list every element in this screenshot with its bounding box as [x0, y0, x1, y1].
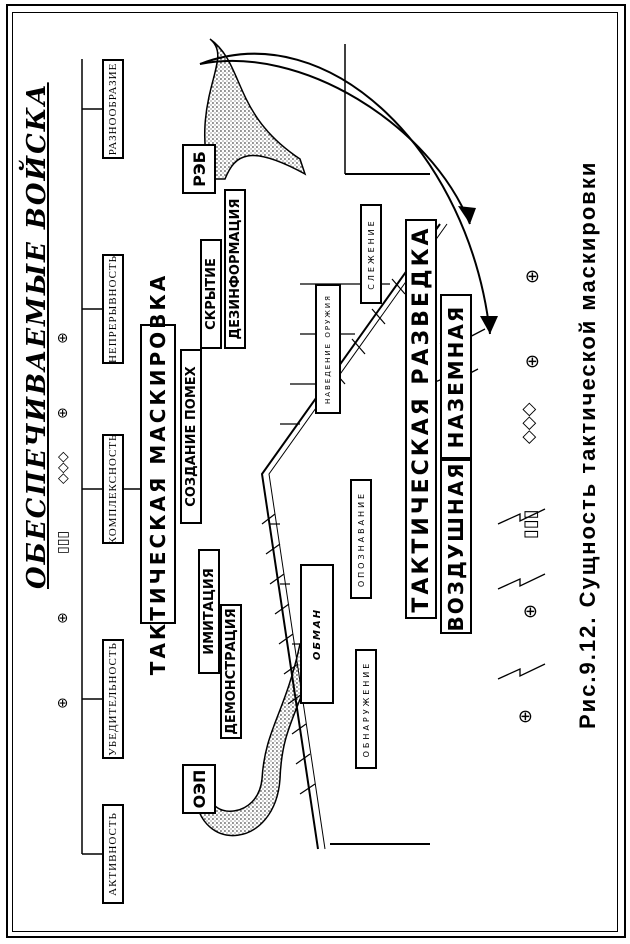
unit-symbol-3: ▯▯▯ — [55, 530, 71, 554]
oep-box: ОЭП — [182, 764, 216, 814]
bottom-symbol-1: ⊕ — [515, 708, 536, 724]
method-demonstration: ДЕМОНСТРАЦИЯ — [220, 604, 242, 739]
bottom-symbol-3: ▯▯▯ — [520, 509, 541, 539]
title-troops: ОБЕСПЕЧИВАЕМЫЕ ВОЙСКА — [22, 82, 52, 589]
task-tracking: СЛЕЖЕНИЕ — [360, 204, 382, 304]
task-guidance: НАВЕДЕНИЕ ОРУЖИЯ — [315, 284, 341, 414]
unit-symbol-1: ⊕ — [55, 697, 71, 709]
figure-caption: Рис.9.12. Сущность тактической маскировк… — [575, 160, 600, 729]
bottom-symbol-5: ⊕ — [522, 353, 543, 369]
recon-air: ВОЗДУШНАЯ — [440, 459, 472, 634]
bottom-symbol-4: ◇◇◇ — [518, 402, 539, 444]
method-concealment: СКРЫТИЕ — [200, 239, 222, 349]
principle-complexity: КОМПЛЕКСНОСТЬ — [102, 434, 124, 544]
principle-activity: АКТИВНОСТЬ — [102, 804, 124, 904]
task-detection: ОБНАРУЖЕНИЕ — [355, 649, 377, 769]
unit-symbol-5: ⊕ — [55, 407, 71, 419]
method-disinformation: ДЕЗИНФОРМАЦИЯ — [224, 189, 246, 349]
principle-diversity: РАЗНООБРАЗИЕ — [102, 59, 124, 159]
reb-box: РЭБ — [182, 144, 216, 194]
tactical-camouflage-banner: ТАКТИЧЕСКАЯ МАСКИРОВКА — [140, 273, 176, 675]
unit-symbol-2: ⊕ — [55, 612, 71, 624]
unit-symbol-4: ◇◇◇ — [55, 451, 71, 484]
unit-symbol-6: ⊕ — [55, 332, 71, 344]
principle-persuasiveness: УБЕДИТЕЛЬНОСТЬ — [102, 639, 124, 759]
method-imitation: ИМИТАЦИЯ — [198, 549, 220, 674]
method-deception: ОБМАН — [300, 564, 334, 704]
recon-ground: НАЗЕМНАЯ — [440, 294, 472, 459]
method-jamming: СОЗДАНИЕ ПОМЕХ — [180, 349, 202, 524]
principle-continuity: НЕПРЕРЫВНОСТЬ — [102, 254, 124, 364]
recon-title: ТАКТИЧЕСКАЯ РАЗВЕДКА — [405, 219, 437, 619]
task-identification: ОПОЗНАВАНИЕ — [350, 479, 372, 599]
bottom-symbol-2: ⊕ — [520, 603, 541, 619]
bottom-symbol-6: ⊕ — [522, 268, 543, 284]
